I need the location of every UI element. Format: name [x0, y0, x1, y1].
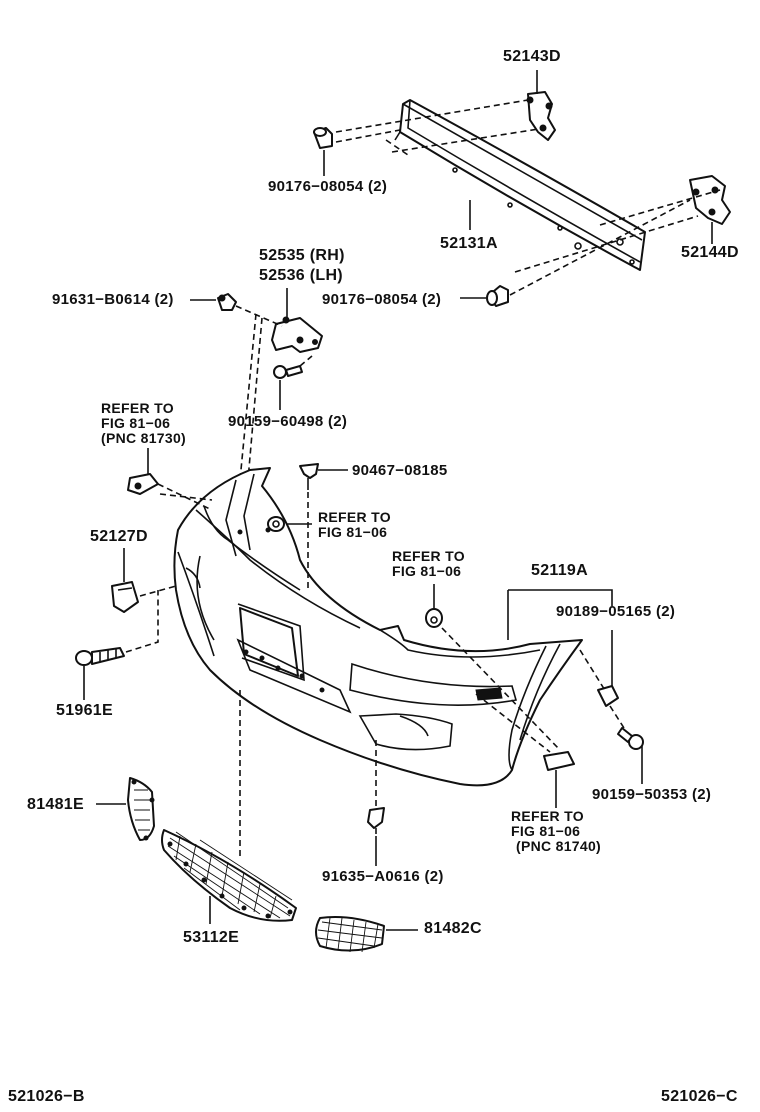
- lower-grille-drawing: [161, 829, 297, 922]
- ref3-line1: REFER TO: [392, 548, 465, 564]
- bumper-cover-drawing: [173, 467, 583, 787]
- screw-91635-drawing: [367, 807, 385, 834]
- ref1-line1: REFER TO: [101, 400, 174, 416]
- label-52127D: 52127D: [90, 528, 148, 545]
- bolt-90159-lower-drawing: [617, 727, 644, 750]
- ref2-line1: REFER TO: [318, 509, 391, 525]
- ref1-line2: FIG 81−06: [101, 415, 171, 431]
- ref2-line2: FIG 81−06: [318, 524, 388, 540]
- ref4-line2: FIG 81−06: [511, 823, 581, 839]
- bracket-52144D-drawing: [689, 175, 731, 225]
- label-51961E: 51961E: [56, 702, 113, 719]
- label-52535: 52535 (RH): [259, 247, 345, 264]
- nut-ref2-drawing: [267, 516, 285, 532]
- label-90159-upper: 90159−60498 (2): [228, 413, 348, 430]
- ref4-line3: (PNC 81740): [516, 838, 602, 854]
- footer-code-left: 521026−B: [8, 1088, 85, 1105]
- label-90467: 90467−08185: [352, 462, 448, 479]
- ref4-line1: REFER TO: [511, 808, 584, 824]
- bolt-90176-upper-drawing: [313, 127, 333, 149]
- tow-hook-cover-drawing: [111, 581, 139, 613]
- side-bracket-drawing: [271, 316, 323, 353]
- bolt-90176-lower-drawing: [486, 285, 509, 307]
- label-90176-upper: 90176−08054 (2): [268, 178, 388, 195]
- footer-code-right: 521026−C: [661, 1088, 738, 1105]
- clip-81730-drawing: [127, 473, 159, 495]
- fog-cover-left-drawing: [127, 777, 155, 841]
- clip-91631-drawing: [217, 293, 237, 311]
- label-81481E: 81481E: [27, 796, 84, 813]
- label-52144D: 52144D: [681, 244, 739, 261]
- label-90176-lower: 90176−08054 (2): [322, 291, 442, 308]
- bumper-reinforcement-drawing: [394, 99, 646, 271]
- label-52143D: 52143D: [503, 48, 561, 65]
- ref1-line3: (PNC 81730): [101, 430, 187, 446]
- label-91631: 91631−B0614 (2): [52, 291, 174, 308]
- label-52119A: 52119A: [531, 562, 588, 579]
- clip-90467-drawing: [299, 463, 319, 490]
- clip-90189-drawing: [597, 685, 619, 707]
- nut-ref3-drawing: [425, 608, 443, 628]
- label-52536: 52536 (LH): [259, 267, 343, 284]
- label-52131A: 52131A: [440, 235, 498, 252]
- label-81482C: 81482C: [424, 920, 482, 937]
- label-90189: 90189−05165 (2): [556, 603, 676, 620]
- fog-cover-right-drawing: [315, 916, 385, 953]
- bolt-90159-upper-drawing: [273, 365, 303, 379]
- label-91635: 91635−A0616 (2): [322, 868, 444, 885]
- label-90159-lower: 90159−50353 (2): [592, 786, 712, 803]
- ref3-line2: FIG 81−06: [392, 563, 462, 579]
- label-53112E: 53112E: [183, 929, 240, 946]
- bracket-52143D-drawing: [526, 91, 556, 141]
- clip-81740-drawing: [543, 751, 575, 771]
- tow-hook-drawing: [75, 647, 125, 666]
